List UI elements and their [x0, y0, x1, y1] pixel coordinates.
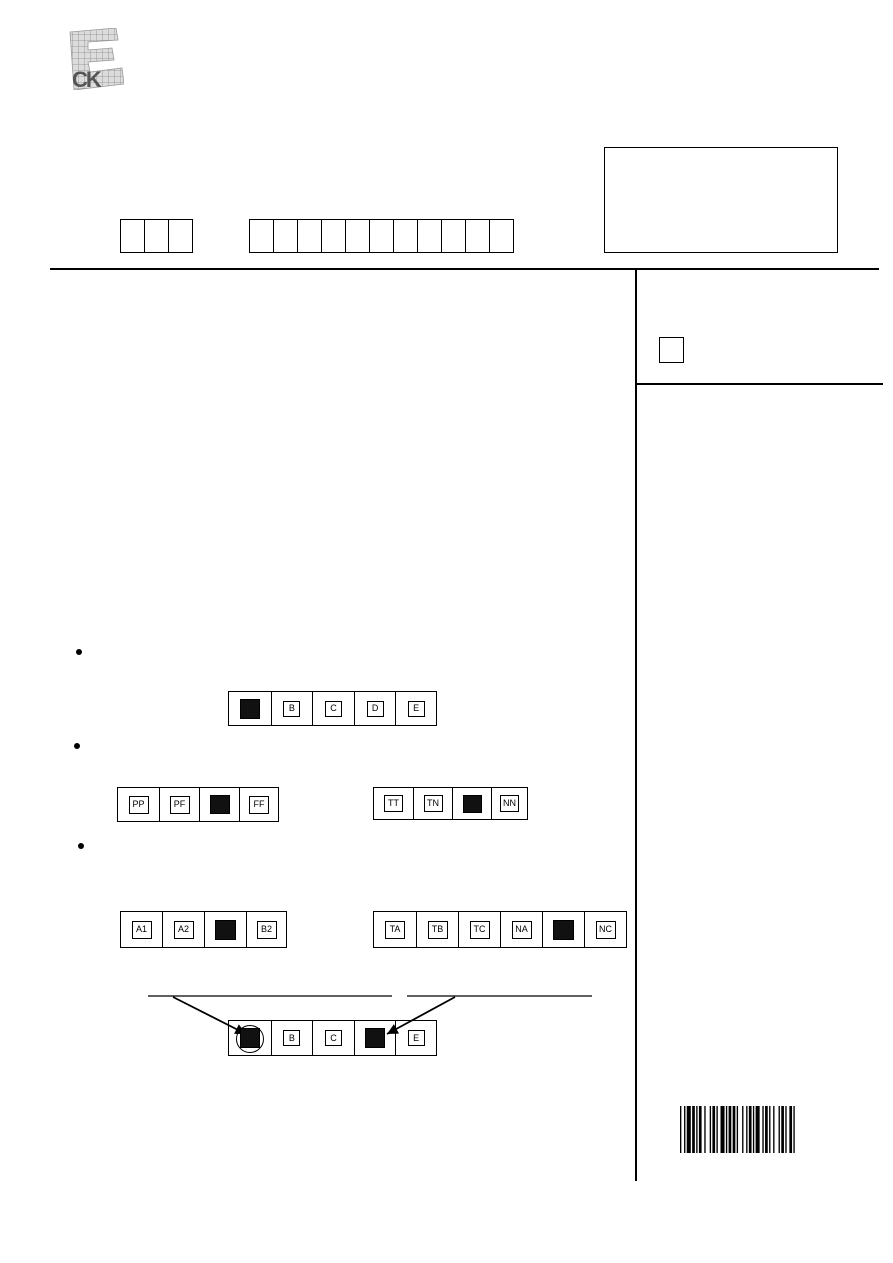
candidate-digit[interactable] [369, 219, 394, 253]
candidate-digit[interactable] [465, 219, 490, 253]
answer-option: A2 [173, 920, 194, 939]
answer-option: NA [511, 920, 532, 939]
answer-option: E [407, 1030, 425, 1046]
answer-option: PF [169, 795, 190, 814]
barcode-bar [773, 1106, 775, 1153]
logo-lettering: CK [72, 67, 102, 90]
barcode-icon [680, 1106, 795, 1153]
answer-option: TC [469, 920, 490, 939]
example-code-left: A1 A2 B2 [120, 911, 287, 948]
candidate-digit[interactable] [417, 219, 442, 253]
candidate-digit[interactable] [345, 219, 370, 253]
candidate-digit[interactable] [321, 219, 346, 253]
barcode-bar [746, 1106, 748, 1153]
candidate-digit[interactable] [249, 219, 274, 253]
barcode-bar [728, 1106, 732, 1153]
arrow-right-icon [386, 996, 456, 1035]
correction-arrows [148, 995, 592, 1035]
answer-option: C [324, 1030, 342, 1046]
circled-mark-icon [236, 1025, 264, 1053]
barcode-bar [793, 1106, 795, 1153]
exam-code-boxes[interactable] [120, 219, 193, 253]
barcode-bar [698, 1106, 702, 1153]
barcode-bar [720, 1106, 725, 1153]
bullet-icon [76, 649, 82, 655]
example-pair-left: PP PF FF [117, 787, 279, 822]
header-divider [50, 268, 879, 270]
example-code-right: TA TB TC NA NC [373, 911, 627, 948]
answer-option-filled [209, 795, 230, 814]
bullet-icon [78, 843, 84, 849]
barcode-bar [769, 1106, 771, 1153]
answer-option: NN [500, 795, 519, 812]
exam-code-digit[interactable] [144, 219, 169, 253]
answer-option: TA [385, 920, 405, 939]
barcode-bar [709, 1106, 712, 1153]
answer-option: A1 [131, 920, 152, 939]
answer-option-filled [215, 919, 236, 940]
answer-option: TT [384, 795, 403, 812]
example-correction: B C E [228, 1020, 437, 1056]
barcode-bar [762, 1106, 764, 1153]
bullet-icon [74, 743, 80, 749]
answer-option: B [283, 700, 301, 717]
answer-option: C [324, 700, 342, 717]
barcode-bar [684, 1106, 686, 1153]
sidebar-section-divider [636, 383, 883, 385]
example-single-answer: B C D E [228, 691, 437, 726]
answer-option: B2 [256, 920, 277, 939]
answer-option: FF [249, 795, 269, 814]
answer-option: D [366, 700, 384, 717]
barcode-bar [789, 1106, 793, 1153]
barcode-bar [778, 1106, 780, 1153]
answer-option-filled [239, 698, 260, 719]
barcode-bar [748, 1106, 752, 1153]
answer-option-filled [553, 919, 574, 940]
barcode-bar [704, 1106, 706, 1153]
candidate-digit[interactable] [273, 219, 298, 253]
barcode-bar [732, 1106, 736, 1153]
candidate-number-boxes[interactable] [249, 219, 514, 253]
barcode-bar [716, 1106, 718, 1153]
answer-option: NC [595, 920, 616, 939]
barcode-bar [742, 1106, 744, 1153]
barcode-bar [686, 1106, 691, 1153]
example-pair-right: TT TN NN [373, 787, 528, 820]
answer-option: B [283, 1030, 301, 1046]
candidate-digit[interactable] [393, 219, 418, 253]
sidebar-checkbox[interactable] [659, 337, 684, 363]
barcode-bar [752, 1106, 755, 1153]
barcode-bar [785, 1106, 787, 1153]
candidate-digit[interactable] [297, 219, 322, 253]
label-box [604, 147, 838, 253]
barcode-bar [712, 1106, 716, 1153]
barcode-bar [781, 1106, 784, 1153]
answer-option: TB [427, 920, 448, 939]
barcode-bar [755, 1106, 760, 1153]
answer-option-filled [462, 794, 482, 813]
answer-option-filled [365, 1028, 386, 1048]
barcode-bar [696, 1106, 698, 1153]
candidate-digit[interactable] [441, 219, 466, 253]
barcode-bar [692, 1106, 695, 1153]
exam-code-digit[interactable] [168, 219, 193, 253]
barcode-bar [680, 1106, 682, 1153]
exam-code-digit[interactable] [120, 219, 145, 253]
candidate-digit[interactable] [489, 219, 514, 253]
answer-option: PP [128, 795, 149, 814]
sidebar-divider [635, 268, 637, 1181]
arrow-left-icon [172, 996, 247, 1035]
barcode-bar [736, 1106, 739, 1153]
answer-option: E [407, 700, 425, 717]
ck-logo-icon: CK [69, 28, 124, 90]
answer-option: TN [423, 795, 443, 812]
barcode-bar [765, 1106, 768, 1153]
barcode-bar [725, 1106, 728, 1153]
